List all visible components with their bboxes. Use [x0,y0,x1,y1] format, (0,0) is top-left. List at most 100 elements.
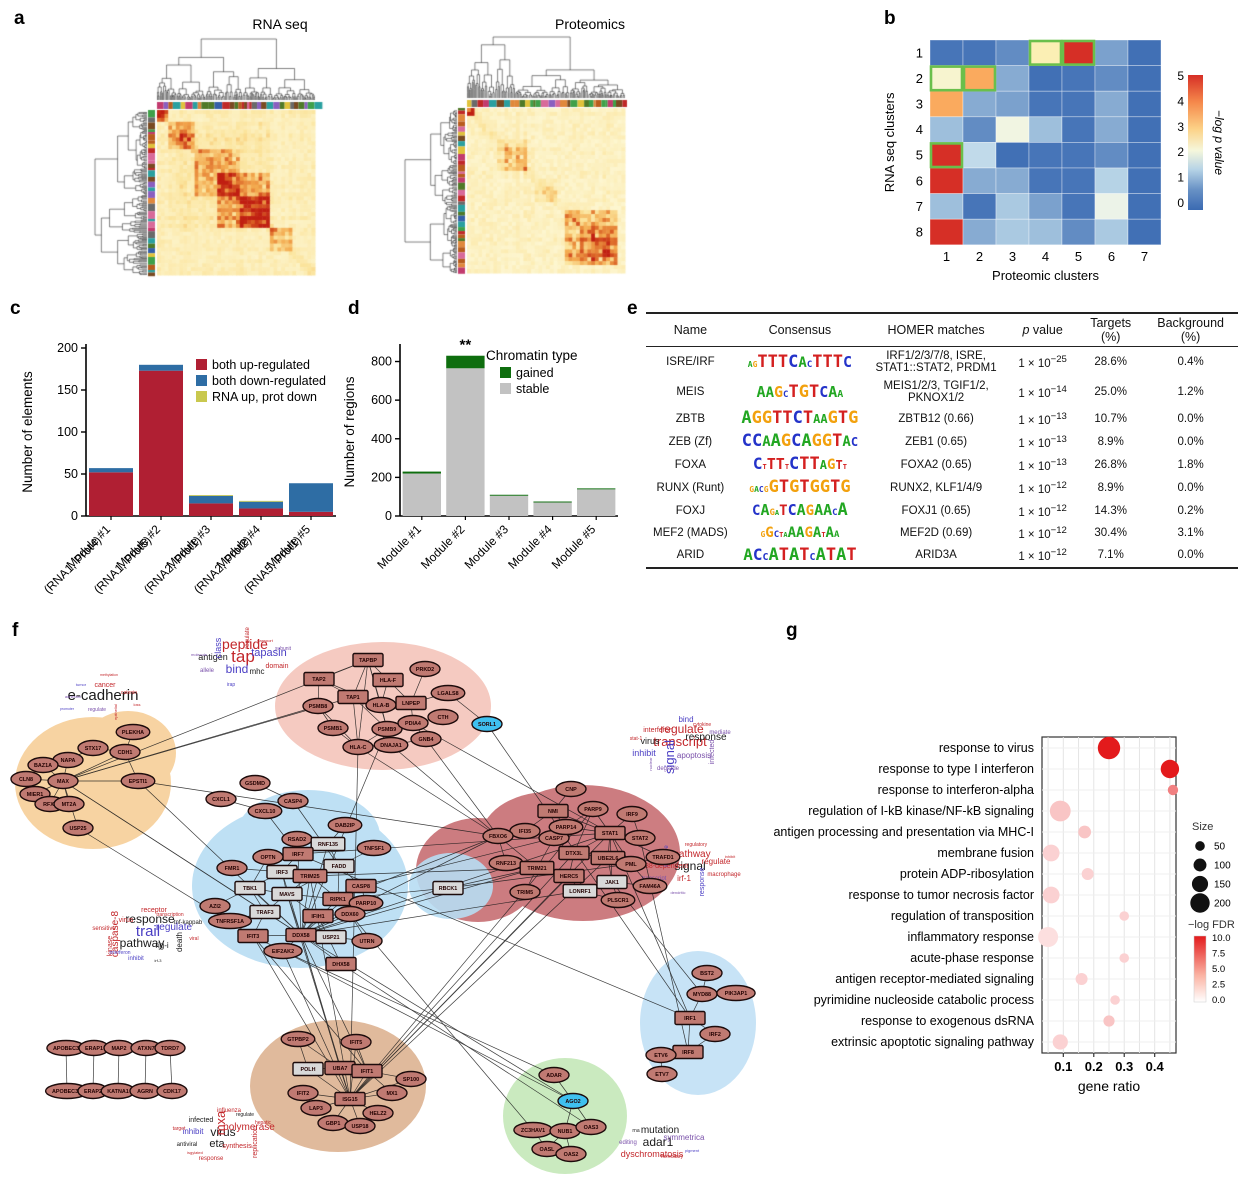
network-edge [357,746,499,837]
node-label: CASP8 [352,884,370,890]
heatmap-cell [962,90,997,118]
network-node: IRF7 [282,846,314,862]
motif-name: ZBTB [675,412,706,425]
data-point [1097,736,1121,760]
homer-matches: ZBTB12 (0.66) [898,412,974,425]
node-label: GTPBP2 [287,1037,309,1043]
node-shape [562,883,598,899]
node-label: UTRN [360,939,375,945]
node-label: HELZ2 [369,1111,386,1117]
cloud-word: regulatory [685,842,708,848]
network-edge [349,808,594,1100]
node-label: IRF7 [292,852,304,858]
network-node: ADAR [538,1066,570,1084]
motif-name: ISRE/IRF [666,356,715,368]
node-shape [344,1117,376,1135]
network-node: PSMB8 [302,697,334,715]
node-shape [555,780,587,798]
background-percent: 0.0% [1177,481,1204,494]
node-shape [247,802,283,820]
network-node: PLEKHA [115,723,151,741]
cloud-word: nuclear [648,757,653,771]
node-label: HERC5 [560,874,578,880]
cloud-word: caspase-8 [110,910,121,957]
network-node: HLA-C [342,738,374,756]
node-shape [691,964,723,982]
cloud-word: mediate [709,730,731,736]
node-label: MAX [57,779,69,785]
network-node: CXCL1 [205,790,237,808]
homer-matches: FOXJ1 (0.65) [901,504,971,517]
cloud-word: regulate [702,857,731,866]
node-label: ZC3HAV1 [521,1128,545,1134]
node-shape [432,880,464,896]
data-point [1075,973,1088,985]
row-label: 7 [916,199,923,214]
network-edge [486,723,691,1019]
cloud-word: antiviral [177,1142,198,1148]
network-node: CTH [427,708,459,726]
y-tick-label: 150 [57,383,78,397]
cloud-word: irap [227,682,236,688]
network-edge [62,780,266,913]
node-label: TAP1 [346,695,359,701]
cloud-word: transcription [156,912,183,918]
network-node: FADD [323,858,355,874]
node-label: HLA-B [373,703,390,709]
node-shape [263,942,303,960]
node-shape [557,1092,589,1110]
node-shape [303,671,335,687]
network-node: IRF9 [616,805,648,823]
node-shape [616,805,648,823]
colorbar-tick: 0 [1177,196,1184,210]
cloud-word: viral [189,936,198,942]
network-node: ZC3HAV1 [513,1121,553,1139]
heatmap-cell [929,65,964,92]
network-node: TRIM5 [509,883,541,901]
colorbar-tick: 3 [1177,120,1184,134]
node-label: BAZ1A [34,763,52,769]
cloud-word: regulate [236,1112,254,1118]
bar-segment [89,472,133,516]
cloud-word: interferon [643,727,673,734]
node-shape [340,1033,372,1051]
go-term-label: response to interferon-alpha [878,783,1034,797]
legend-swatch [500,383,511,394]
cloud-word: eta [209,1138,225,1150]
node-shape [348,894,384,912]
cloud-word: adar1 [643,1135,674,1149]
node-label: ATXN7 [137,1046,154,1052]
node-label: MAVS [279,892,295,898]
network-node: GNB4 [410,730,442,748]
node-label: UBE2L6 [598,856,619,862]
node-shape [624,829,656,847]
network-edge [300,875,311,936]
homer-matches: RUNX2, KLF1/4/9 [890,481,983,494]
legend-swatch [196,375,207,386]
node-label: DDX58 [292,933,309,939]
go-term-label: antigen receptor-mediated signaling [835,972,1034,986]
network-node: DDX60 [334,905,366,923]
heatmap-cell [929,39,964,66]
x-category-label: Module #5 [549,522,599,572]
network-edge [447,863,632,889]
heatmap-cell [1028,142,1063,169]
node-label: ERAP2 [84,1089,102,1095]
network-node: FBXO6 [482,827,514,845]
node-label: CXCL1 [212,797,230,803]
colorbar-tick: 2 [1177,145,1184,159]
go-term-label: response to virus [939,741,1034,755]
background-percent: 3.1% [1177,526,1204,539]
network-edge [412,722,611,834]
node-label: KATNA1 [107,1089,128,1095]
node-label: IFIH1 [311,914,324,920]
network-node: ISG15 [334,1091,366,1107]
network-node: MAP2 [103,1039,135,1057]
node-label: IRF8 [682,1050,694,1056]
bar-segment [446,355,485,369]
network-node: IRF2 [699,1025,731,1043]
node-label: DTX3L [565,851,583,857]
cloud-word: hereditary [661,1154,684,1160]
